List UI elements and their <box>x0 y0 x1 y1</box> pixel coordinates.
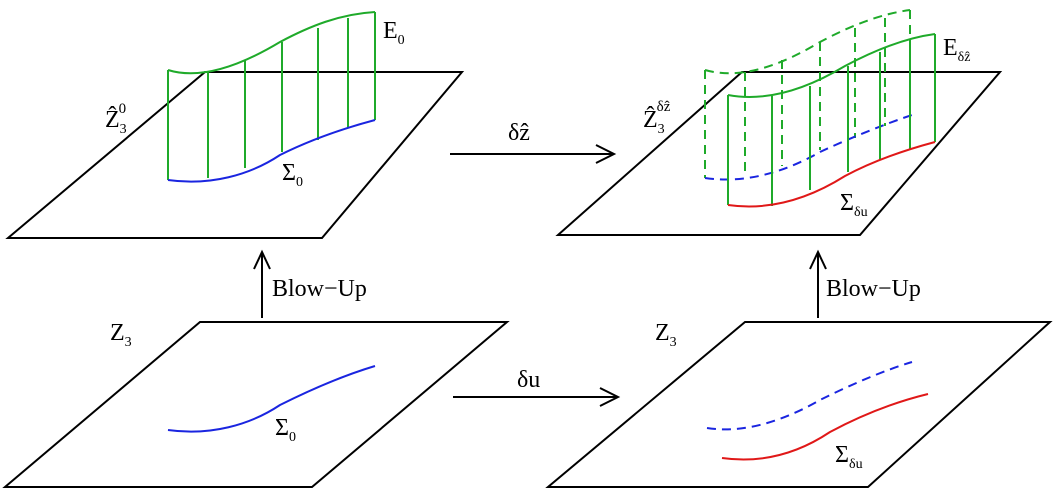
panel-top-left: E0 Ẑ30 Σ0 <box>5 11 465 239</box>
exceptional-divisor-edz <box>727 33 936 206</box>
arrow-label-blowup-right: Blow−Up <box>826 276 921 302</box>
panel-bottom-left: Z3 Σ0 <box>2 320 510 488</box>
panel-top-right: Eδẑ Ẑ3δẑ Σδu <box>555 9 1003 236</box>
curve-sigma0-bottom <box>167 365 376 433</box>
curve-sigma0-top <box>167 119 376 183</box>
panel-bottom-right: Z3 Σδu <box>545 320 1053 488</box>
label-e0: E0 <box>383 18 405 48</box>
label-z3-right: Z3 <box>655 320 677 350</box>
arrow-du <box>453 387 621 407</box>
label-z3hat0: Ẑ30 <box>105 101 127 137</box>
label-z3-left: Z3 <box>110 320 132 350</box>
plane-z3-left <box>2 321 510 488</box>
curve-sigma0-dashed-top <box>704 114 913 181</box>
label-z3hatdz: Ẑ3δẑ <box>643 99 671 137</box>
arrow-dz <box>450 144 617 164</box>
label-sigma0-top: Σ0 <box>282 160 303 190</box>
label-sigma0-bottom: Σ0 <box>275 415 296 445</box>
curve-sigmadu-top <box>727 141 936 208</box>
arrow-blowup-right <box>809 249 827 318</box>
arrow-label-dz: δẑ <box>508 120 530 146</box>
exceptional-divisor-e0 <box>167 11 376 180</box>
label-sigmadu-top: Σδu <box>840 190 868 220</box>
plane-z3-right <box>545 321 1053 488</box>
label-edz: Eδẑ <box>943 35 970 65</box>
curve-sigma0-dashed-bottom <box>706 361 913 431</box>
curve-sigmadu-bottom <box>721 393 929 461</box>
label-sigmadu-bottom: Σδu <box>835 442 863 472</box>
plane-z3hat0 <box>5 71 465 239</box>
arrow-label-blowup-left: Blow−Up <box>272 276 367 302</box>
plane-z3hatdz <box>555 71 1003 236</box>
arrow-label-du: δu <box>517 367 540 393</box>
arrow-blowup-left <box>253 249 271 318</box>
